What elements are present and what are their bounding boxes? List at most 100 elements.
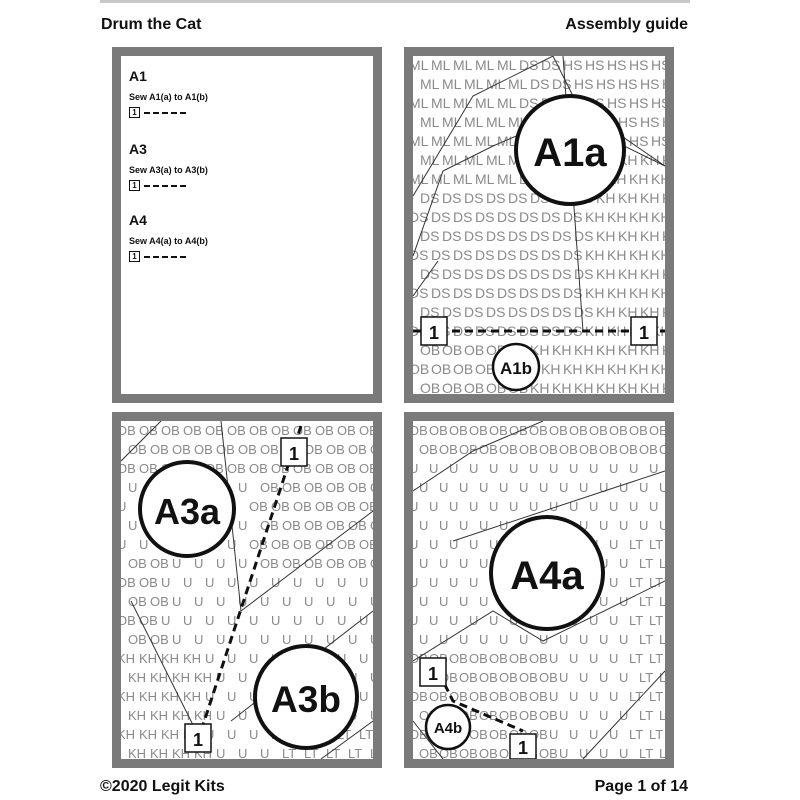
piece-label-a3a: A3a	[138, 460, 236, 558]
color-code-label: U	[479, 480, 488, 495]
color-code-label: OB	[413, 727, 428, 742]
color-code-label: KH	[596, 266, 615, 282]
color-code-label: OB	[431, 361, 451, 377]
color-code-label: DS	[552, 304, 571, 320]
color-code-label: U	[205, 651, 214, 666]
color-code-label: OB	[519, 442, 538, 457]
color-code-label: U	[172, 594, 181, 609]
color-code-label: U	[216, 556, 225, 571]
color-code-label: ML	[486, 76, 506, 92]
color-code-label: OB	[420, 380, 440, 394]
color-code-label: U	[304, 632, 313, 647]
color-code-label: U	[609, 689, 618, 704]
color-code-label: ML	[508, 76, 528, 92]
color-code-label: OB	[282, 480, 301, 495]
color-code-label: OB	[293, 499, 312, 514]
color-code-label: KH	[618, 266, 637, 282]
color-code-label: DS	[552, 228, 571, 244]
color-code-label: U	[599, 708, 608, 723]
color-code-label: HS	[651, 95, 665, 111]
color-code-label: U	[227, 537, 236, 552]
color-code-label: U	[216, 708, 225, 723]
color-code-label: U	[559, 746, 568, 759]
color-code-label: U	[315, 575, 324, 590]
color-code-label: OB	[469, 651, 488, 666]
color-code-label: U	[479, 594, 488, 609]
color-code-label: OB	[449, 651, 468, 666]
color-code-label: OB	[121, 613, 136, 628]
color-code-label: OB	[449, 423, 468, 438]
color-code-label: U	[238, 556, 247, 571]
color-code-label: DS	[475, 285, 494, 301]
color-code-label: ML	[464, 76, 484, 92]
color-code-label: U	[337, 613, 346, 628]
color-code-label: ML	[413, 57, 429, 73]
color-code-label: U	[370, 594, 373, 609]
color-code-label: OB	[370, 442, 373, 457]
color-code-label: U	[529, 461, 538, 476]
color-code-label: U	[238, 480, 247, 495]
color-code-label: OB	[609, 423, 628, 438]
color-code-label: KH	[161, 689, 179, 704]
color-code-label: U	[359, 689, 368, 704]
color-code-label: KH	[161, 651, 179, 666]
color-code-label: KH	[172, 670, 190, 685]
color-code-label: KH	[651, 247, 665, 263]
color-code-label: OB	[348, 518, 367, 533]
color-code-label: U	[293, 613, 302, 628]
color-code-label: OB	[479, 746, 498, 759]
color-code-label: U	[559, 670, 568, 685]
color-code-label: DS	[420, 190, 439, 206]
step-marker-left: 1	[419, 657, 447, 687]
color-code-label: U	[469, 499, 478, 514]
color-code-label: DS	[442, 266, 461, 282]
color-code-label: OB	[519, 708, 538, 723]
color-code-label: U	[519, 480, 528, 495]
color-code-label: U	[439, 518, 448, 533]
color-code-label: DS	[475, 209, 494, 225]
color-code-label: ML	[420, 114, 440, 130]
color-code-label: LT	[370, 746, 373, 759]
color-code-label: DS	[431, 247, 450, 263]
color-code-label: OB	[121, 423, 136, 438]
step-marker-right: 1	[630, 316, 658, 346]
color-code-label: KH	[552, 380, 571, 394]
color-code-label: KH	[585, 247, 604, 263]
color-code-label: DS	[574, 266, 593, 282]
color-code-label: U	[519, 632, 528, 647]
color-code-label: KH	[618, 228, 637, 244]
color-code-label: OB	[479, 442, 498, 457]
pattern-panel-a3: OBOBOBOBOBOBOBOBOBOBOBOBOBOBOBOBOBOBOBOB…	[112, 412, 382, 768]
color-code-label: U	[439, 556, 448, 571]
color-code-label: U	[419, 480, 428, 495]
color-code-label: DS	[413, 285, 428, 301]
color-code-label: OB	[293, 423, 312, 438]
color-code-label: U	[569, 651, 578, 666]
color-code-label: DS	[497, 285, 516, 301]
color-code-label: U	[549, 689, 558, 704]
color-code-label: KH	[662, 152, 665, 168]
color-code-label: HS	[607, 57, 626, 73]
color-code-label: DS	[420, 228, 439, 244]
color-code-label: KH	[183, 651, 201, 666]
color-code-label: KH	[640, 228, 659, 244]
color-code-label: U	[619, 518, 628, 533]
color-code-label: OB	[499, 442, 518, 457]
instruction-title: A3	[129, 141, 147, 157]
color-code-label: OB	[348, 556, 367, 571]
color-code-label: ML	[442, 152, 462, 168]
color-code-label: ML	[453, 95, 473, 111]
copyright: ©2020 Legit Kits	[100, 778, 225, 795]
color-code-label: U	[249, 651, 258, 666]
instruction-step: 1	[129, 107, 359, 118]
instruction-a1: A1 Sew A1(a) to A1(b) 1	[129, 68, 359, 118]
color-code-label: LT	[659, 556, 665, 571]
color-code-label: U	[549, 499, 558, 514]
color-code-label: U	[216, 632, 225, 647]
step-number-box: 1	[129, 180, 140, 191]
color-code-label: OB	[359, 461, 373, 476]
instruction-text: Sew A1(a) to A1(b)	[129, 92, 208, 102]
color-code-label: U	[459, 518, 468, 533]
